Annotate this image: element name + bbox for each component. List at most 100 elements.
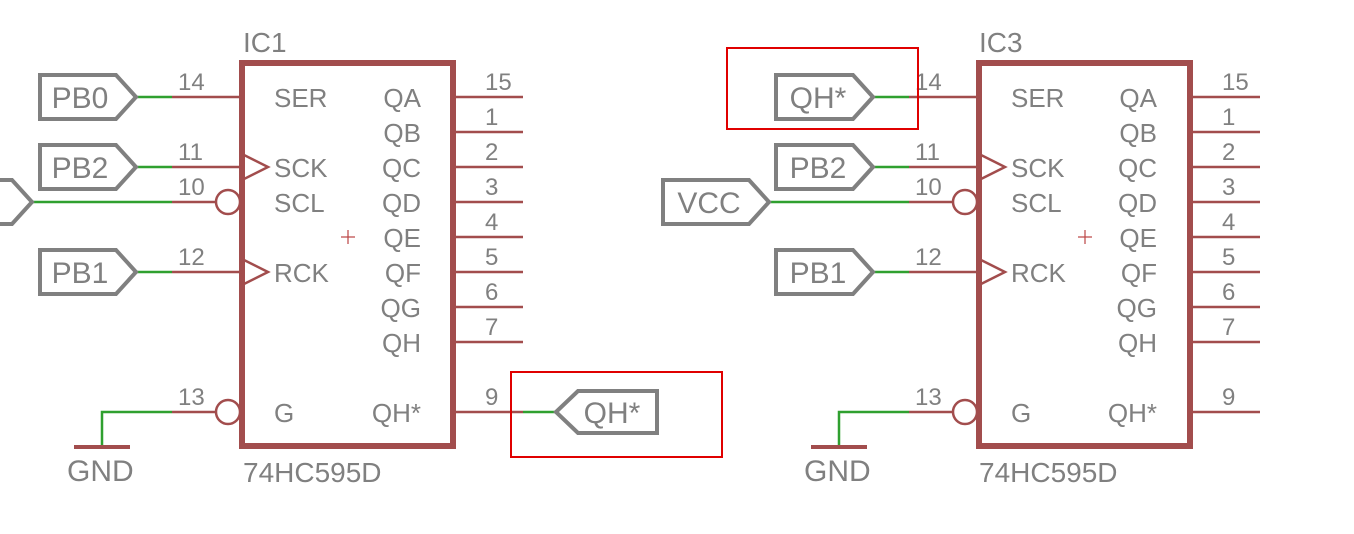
ic1-gnd-label: GND xyxy=(67,455,134,488)
ic3-pin-label-g: G xyxy=(1011,398,1031,428)
ic1-pin-num-qa: 15 xyxy=(485,69,512,96)
ic1-pin-label-sck: SCK xyxy=(274,153,328,183)
ic3-pin-label-scl: SCL xyxy=(1011,188,1062,218)
ic1-pin-num-g: 13 xyxy=(178,384,205,411)
net-port-vcc[interactable]: VCC xyxy=(661,178,772,226)
ic3-pin-num-qe: 4 xyxy=(1222,209,1235,236)
ic3-pin-label-ser: SER xyxy=(1011,83,1064,113)
ic1-pin-label-qh-star: QH* xyxy=(372,398,421,428)
net-port-qh-star-in[interactable]: QH* xyxy=(774,73,876,121)
net-port-qh-star-out-label: QH* xyxy=(584,397,641,430)
ic1-pin-num-qd: 3 xyxy=(485,174,498,201)
ic3-pin-num-ser: 14 xyxy=(915,69,942,96)
ic3-pin-num-qh: 7 xyxy=(1222,314,1235,341)
ic3-inversion-bubble-g xyxy=(951,398,979,426)
net-port-vcc-partial[interactable]: C xyxy=(0,178,35,226)
ic3-pin-label-qh: QH xyxy=(1118,328,1157,358)
wire-ic3-g[interactable] xyxy=(837,410,909,446)
ic1-symbol: IC1 74HC595D 14 SER 11 SCK 10 SCL 12 RCK… xyxy=(172,27,523,488)
net-port-pb1[interactable]: PB1 xyxy=(38,248,139,296)
net-port-vcc-label: VCC xyxy=(677,187,740,220)
ic3-name: IC3 xyxy=(979,27,1023,58)
ic3-pin-num-sck: 11 xyxy=(915,139,940,166)
ic1-pin-num-qc: 2 xyxy=(485,139,498,166)
ic1-pin-label-qc: QC xyxy=(382,153,421,183)
ic1-pin-label-scl: SCL xyxy=(274,188,325,218)
ic1-inversion-bubble-scl xyxy=(214,188,242,216)
ic1-part: 74HC595D xyxy=(243,457,382,488)
net-port-pb2[interactable]: PB2 xyxy=(774,143,876,191)
ic1-pin-num-qf: 5 xyxy=(485,244,498,271)
net-port-pb2-label: PB2 xyxy=(52,152,109,185)
ic3-pin-num-rck: 12 xyxy=(915,244,942,271)
ic3-pin-label-qe: QE xyxy=(1119,223,1157,253)
ic3-pin-label-qg: QG xyxy=(1117,293,1157,323)
ic1-pin-num-ser: 14 xyxy=(178,69,205,96)
ic1-pin-label-qa: QA xyxy=(383,83,421,113)
ic3-clock-symbol-rck xyxy=(980,258,1008,286)
ic3-pin-label-qd: QD xyxy=(1118,188,1157,218)
net-port-pb2[interactable]: PB2 xyxy=(38,143,139,191)
ic3-ground-symbol: GND xyxy=(804,445,871,488)
net-port-qh-star-in-label: QH* xyxy=(790,82,847,115)
ic3-inversion-bubble-scl xyxy=(951,188,979,216)
ic3-pin-num-qc: 2 xyxy=(1222,139,1235,166)
ic3-pin-label-qa: QA xyxy=(1119,83,1157,113)
net-port-pb0-label: PB0 xyxy=(52,82,109,115)
ic3-part: 74HC595D xyxy=(979,457,1118,488)
ic1-pin-label-qg: QG xyxy=(381,293,421,323)
ic1-pin-label-qb: QB xyxy=(383,118,421,148)
net-port-vcc-partial-label: C xyxy=(0,187,1,220)
ic1-pin-num-qb: 1 xyxy=(485,104,498,131)
ic1-pin-label-rck: RCK xyxy=(274,258,330,288)
ic3-pin-num-qh-star: 9 xyxy=(1222,384,1235,411)
ic1-pin-label-ser: SER xyxy=(274,83,327,113)
ic1-clock-symbol-rck xyxy=(243,258,271,286)
ic1-body[interactable] xyxy=(239,60,456,449)
ic1-pin-label-g: G xyxy=(274,398,294,428)
net-port-qh-star-out[interactable]: QH* xyxy=(553,389,659,435)
ic3-clock-symbol-sck xyxy=(980,153,1008,181)
ic1-name: IC1 xyxy=(243,27,287,58)
ic1-ground-symbol: GND xyxy=(67,445,134,488)
ic3-pin-num-qb: 1 xyxy=(1222,104,1235,131)
ic3-pin-num-qd: 3 xyxy=(1222,174,1235,201)
net-port-pb1-label: PB1 xyxy=(790,257,847,290)
ic3-pin-num-scl: 10 xyxy=(915,174,942,201)
ic3-symbol: IC3 74HC595D 14 SER 11 SCK 10 SCL 12 RCK… xyxy=(909,27,1260,488)
ic1-pin-num-scl: 10 xyxy=(178,174,205,201)
net-port-pb1[interactable]: PB1 xyxy=(774,248,876,296)
highlight-box-ic1-qh-star xyxy=(510,371,723,458)
ic3-pin-label-qb: QB xyxy=(1119,118,1157,148)
ic3-pin-num-qg: 6 xyxy=(1222,279,1235,306)
ic3-nets: QH* PB2 VCC PB1 GND xyxy=(661,73,909,488)
ic1-pin-num-sck: 11 xyxy=(178,139,203,166)
wire-ic1-g[interactable] xyxy=(100,410,172,446)
ic1-pin-num-qh-star: 9 xyxy=(485,384,498,411)
ic1-pin-label-qf: QF xyxy=(385,258,421,288)
ic1-pin-label-qd: QD xyxy=(382,188,421,218)
ic1-pin-label-qh: QH xyxy=(382,328,421,358)
net-port-pb0[interactable]: PB0 xyxy=(38,73,139,121)
ic3-pin-label-qc: QC xyxy=(1118,153,1157,183)
ic1-pin-num-rck: 12 xyxy=(178,244,205,271)
ic3-pin-num-qa: 15 xyxy=(1222,69,1249,96)
ic1-pin-num-qe: 4 xyxy=(485,209,498,236)
ic1-inversion-bubble-g xyxy=(214,398,242,426)
ic3-pin-num-qf: 5 xyxy=(1222,244,1235,271)
ic3-pin-label-qh-star: QH* xyxy=(1108,398,1157,428)
ic1-pin-num-qg: 6 xyxy=(485,279,498,306)
ic3-gnd-label: GND xyxy=(804,455,871,488)
net-port-pb1-label: PB1 xyxy=(52,257,109,290)
net-port-pb2-label: PB2 xyxy=(790,152,847,185)
ic1-clock-symbol-sck xyxy=(243,153,271,181)
ic1-nets: PB0 PB2 C PB1 QH* GND xyxy=(0,73,659,488)
ic1-pin-label-qe: QE xyxy=(383,223,421,253)
highlight-box-ic3-qh-star xyxy=(726,47,919,130)
ic3-pin-label-qf: QF xyxy=(1121,258,1157,288)
ic3-body[interactable] xyxy=(976,60,1193,449)
ic3-pin-num-g: 13 xyxy=(915,384,942,411)
ic1-pin-num-qh: 7 xyxy=(485,314,498,341)
ic3-pin-label-rck: RCK xyxy=(1011,258,1067,288)
